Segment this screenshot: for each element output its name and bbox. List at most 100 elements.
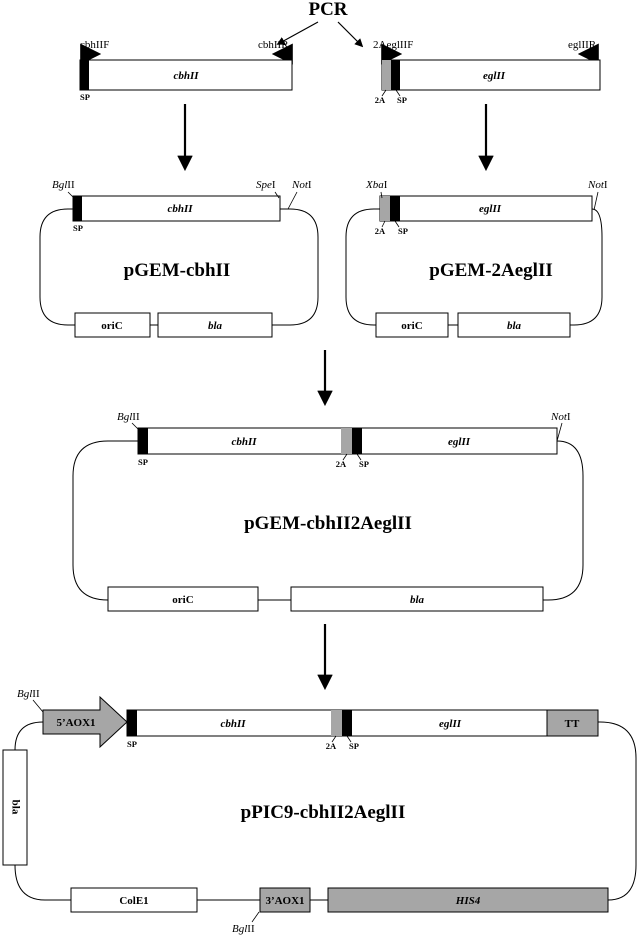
bla-box: [2, 749, 28, 866]
sp-segment: [352, 428, 362, 454]
sp-segment: [390, 196, 400, 221]
sp-label: SP: [397, 95, 407, 105]
two-a-pointer: [342, 453, 348, 461]
sp-pointer: [346, 735, 352, 743]
sp-label: SP: [73, 223, 83, 233]
two-a-pointer: [381, 89, 387, 97]
two-a-segment: [382, 60, 391, 90]
two-a-segment: [380, 196, 390, 221]
oric-box: [107, 586, 259, 612]
oric-box: [74, 312, 151, 338]
two-a-segment: [341, 428, 352, 454]
bla-box: [157, 312, 273, 338]
his4-label: HIS4: [455, 895, 481, 907]
primer-egliir: eglIIR: [568, 39, 597, 51]
plasmid-backbone: [72, 440, 584, 601]
site-xbai: XbaI: [365, 179, 388, 191]
gene-box-cbhii: [72, 195, 281, 222]
plasmid-ppic9-cbhii2aeglii: 5’AOX1 cbhII eglII SP 2A SP TT BglII bla…: [2, 688, 637, 935]
two-a-segment: [331, 710, 342, 736]
primer-2aegliif: 2AeglIIF: [373, 39, 413, 51]
site-bglii-bottom: BglII: [232, 923, 255, 935]
primer-cbhiir: cbhIIR: [258, 39, 289, 51]
oric-label: oriC: [172, 594, 193, 606]
site-noti: NotI: [587, 179, 608, 191]
sp-segment: [80, 60, 89, 90]
cole1-label: ColE1: [119, 895, 148, 907]
site-xbai-pointer: [380, 191, 383, 199]
sp-segment: [73, 196, 82, 221]
gene-label-cbhii: cbhII: [220, 718, 246, 730]
two-a-label: 2A: [375, 226, 386, 236]
sp-label: SP: [349, 741, 359, 751]
gene-label-eglii: eglII: [439, 718, 462, 730]
bla-label: bla: [9, 800, 21, 815]
site-noti: NotI: [550, 411, 571, 423]
site-noti-pointer: [556, 422, 563, 442]
gene-label-cbhii: cbhII: [231, 436, 257, 448]
site-noti-pointer: [593, 191, 599, 211]
bla-label: bla: [410, 594, 425, 606]
sp-segment: [127, 710, 137, 736]
two-a-label: 2A: [336, 459, 347, 469]
sp-segment: [138, 428, 148, 454]
sp-label: SP: [127, 739, 137, 749]
site-noti-pointer: [287, 191, 298, 210]
plasmid-name: pPIC9-cbhII2AeglII: [241, 802, 406, 823]
bla-label: bla: [507, 320, 522, 332]
plasmid-name: pGEM-cbhII: [124, 260, 231, 281]
plasmid-backbone: [345, 208, 603, 326]
gene-label-cbhii: cbhII: [167, 203, 193, 215]
plasmid-pgem-2aeglii: eglII 2A SP XbaI NotI pGEM-2AeglII oriC …: [345, 179, 608, 338]
plasmid-pgem-cbhii2aeglii: cbhII eglII SP 2A SP BglII NotI pGEM-cbh…: [72, 411, 584, 612]
tt-label: TT: [565, 718, 580, 730]
sp-label: SP: [138, 457, 148, 467]
plasmid-name: pGEM-2AeglII: [429, 260, 553, 281]
site-bglii-pointer: [67, 191, 74, 198]
sp-segment: [342, 710, 352, 736]
gene-label-eglii: eglII: [479, 203, 502, 215]
site-bglii: BglII: [117, 411, 140, 423]
sp-pointer: [394, 220, 400, 228]
aox5-label: 5’AOX1: [56, 717, 95, 729]
pcr-product-egl: 2AeglIIF eglIIR eglII 2A SP: [373, 39, 601, 105]
bla-label: bla: [208, 320, 223, 332]
his4-box: [327, 887, 609, 913]
aox3-box: [259, 887, 311, 913]
two-a-label: 2A: [375, 95, 386, 105]
pcr-label: PCR: [308, 0, 347, 20]
sp-pointer: [356, 453, 362, 461]
aox3-label: 3’AOX1: [265, 895, 304, 907]
two-a-label: 2A: [326, 741, 337, 751]
oric-box: [375, 312, 449, 338]
cole1-box: [70, 887, 198, 913]
tt-box: [546, 709, 599, 737]
plasmid-backbone: [39, 208, 319, 326]
sp-pointer: [395, 89, 401, 97]
sp-segment: [391, 60, 400, 90]
oric-label: oriC: [401, 320, 422, 332]
gene-label-cbhii: cbhII: [173, 70, 199, 82]
site-bglii-bottom-pointer: [251, 911, 260, 923]
site-bglii-top: BglII: [17, 688, 40, 700]
pcr-arrow-right: [337, 21, 364, 48]
gene-box-cbhii: [79, 59, 293, 91]
plasmid-backbone: [14, 721, 637, 901]
bla-box: [457, 312, 571, 338]
site-spei: SpeI: [256, 179, 276, 191]
site-bglii-top-pointer: [32, 699, 44, 713]
pcr-arrow-left: [276, 21, 319, 45]
plasmid-pgem-cbhii: cbhII SP BglII SpeI NotI pGEM-cbhII oriC…: [39, 179, 319, 338]
oric-label: oriC: [101, 320, 122, 332]
aox5-promoter-arrow: [42, 695, 128, 749]
site-bglii: BglII: [52, 179, 75, 191]
primer-cbhiif: cbhIIF: [80, 39, 109, 51]
two-a-pointer: [381, 220, 386, 228]
site-noti: NotI: [291, 179, 312, 191]
sp-label: SP: [80, 92, 90, 102]
gene-label-eglii: eglII: [483, 70, 506, 82]
gene-label-eglii: eglII: [448, 436, 471, 448]
sp-label: SP: [398, 226, 408, 236]
bla-box: [290, 586, 544, 612]
